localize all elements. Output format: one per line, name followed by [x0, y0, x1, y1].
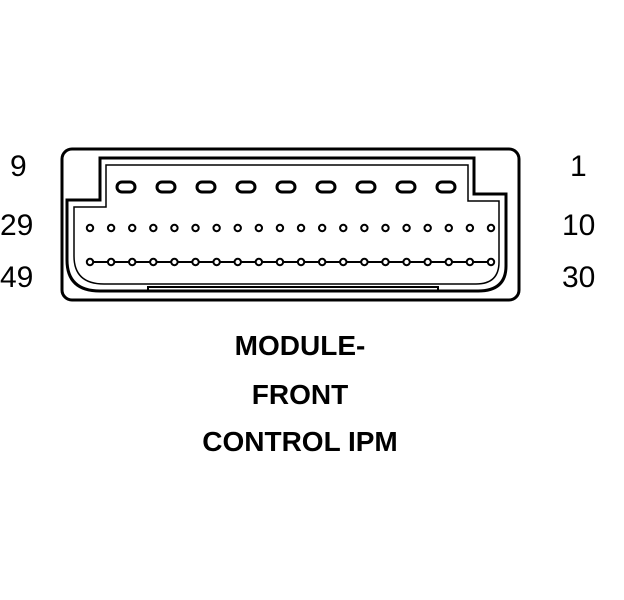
pin-label-29: 29: [0, 209, 34, 242]
pin-label-10: 10: [562, 209, 596, 242]
pin-cavity-small: [402, 223, 411, 233]
caption-line-front: FRONT: [251, 379, 349, 410]
pin-cavity-large: [355, 180, 377, 194]
pin-cavity-large: [395, 180, 417, 194]
pin-cavity-small: [317, 257, 327, 267]
pin-cavity-small: [381, 257, 390, 267]
pin-cavity-large: [195, 180, 217, 194]
pin-cavity-small: [149, 223, 158, 233]
pin-cavity-small: [170, 223, 179, 233]
pin-label-1: 1: [570, 150, 587, 183]
pin-cavity-small: [233, 257, 242, 267]
pin-cavity-small: [360, 223, 369, 233]
pin-cavity-small: [486, 223, 496, 233]
pin-cavity-small: [275, 223, 285, 233]
pin-cavity-large: [115, 180, 137, 194]
pin-cavity-small: [423, 223, 432, 233]
pin-cavity-small: [296, 257, 306, 267]
pin-cavity-small: [254, 223, 264, 233]
pin-cavity-small: [254, 257, 264, 267]
pin-cavity-large: [275, 180, 297, 194]
pin-cavity-small: [128, 223, 137, 233]
pin-cavity-small: [486, 257, 496, 267]
pin-cavity-small: [339, 257, 348, 267]
pin-cavity-small: [191, 257, 200, 267]
pin-cavity-small: [360, 257, 369, 267]
pin-cavity-small: [128, 257, 137, 267]
pin-cavity-small: [296, 223, 306, 233]
pin-cavity-small: [85, 223, 95, 233]
pin-cavity-small: [381, 223, 390, 233]
pin-cavity-large: [155, 180, 177, 194]
pin-label-30: 30: [562, 261, 596, 294]
pin-cavity-small: [444, 223, 453, 233]
connector-latch-rail: [147, 286, 439, 291]
pin-cavity-small: [444, 257, 453, 267]
pin-cavity-small: [317, 223, 327, 233]
pin-cavity-large: [235, 180, 257, 194]
pin-cavity-small: [423, 257, 432, 267]
connector-inner-cavity: [65, 156, 508, 293]
caption-line-module: MODULE-: [234, 330, 366, 361]
pin-cavity-small: [191, 223, 200, 233]
pin-cavity-small: [212, 257, 221, 267]
pin-cavity-small: [275, 257, 285, 267]
pin-label-49: 49: [0, 261, 34, 294]
pin-cavity-small: [465, 257, 475, 267]
caption-line-control-ipm: CONTROL IPM: [202, 426, 398, 457]
pin-cavity-large: [435, 180, 457, 194]
pin-cavity-small: [212, 223, 221, 233]
pin-cavity-small: [85, 257, 95, 267]
pin-cavity-small: [106, 257, 116, 267]
pin-cavity-small: [106, 223, 116, 233]
pin-label-9: 9: [10, 150, 27, 183]
connector-inner-rim: [73, 164, 500, 285]
pin-cavity-small: [233, 223, 242, 233]
pin-cavity-small: [402, 257, 411, 267]
pin-cavity-small: [339, 223, 348, 233]
pin-cavity-small: [149, 257, 158, 267]
pin-cavity-small: [170, 257, 179, 267]
pin-cavity-small: [465, 223, 475, 233]
pin-cavity-large: [315, 180, 337, 194]
